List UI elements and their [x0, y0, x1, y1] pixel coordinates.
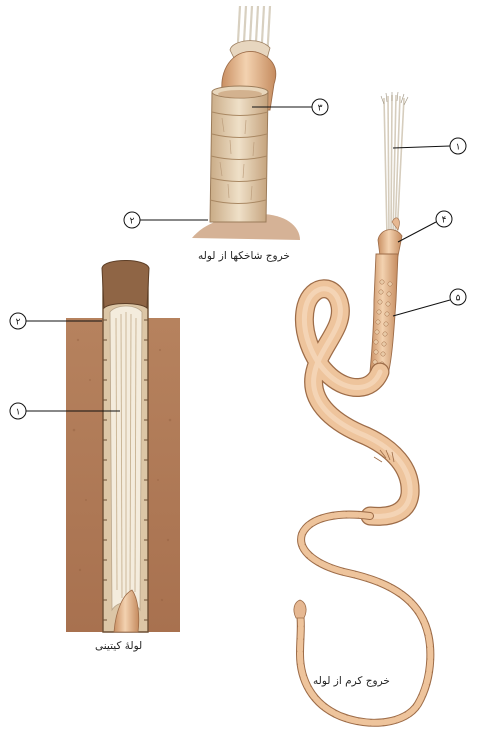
caption-worm-exit: خروج کرم از لوله [313, 675, 390, 687]
callout-1-left-number: ۱ [16, 408, 21, 418]
right-worm-tail [300, 515, 430, 723]
callout-4-number: ۴ [442, 216, 447, 226]
left-illustration [66, 261, 180, 633]
callout-2-left-number: ۲ [16, 318, 21, 328]
caption-tube: لولهٔ کیتینی [95, 640, 142, 652]
callout-1-right-number: ۱ [456, 143, 461, 153]
callout-2-top-number: ۲ [130, 217, 135, 227]
callout-5-number: ۵ [456, 294, 461, 304]
right-worm-head [378, 230, 402, 256]
top-tube [210, 86, 268, 222]
left-tube-cap [102, 261, 149, 309]
right-tentacle-plume [384, 95, 404, 236]
top-illustration [192, 6, 300, 240]
right-illustration [294, 92, 430, 723]
right-tail-tip [294, 600, 306, 618]
caption-tentacles-exit: خروج شاخکها از لوله [198, 250, 290, 262]
callout-3-number: ۳ [318, 104, 323, 114]
